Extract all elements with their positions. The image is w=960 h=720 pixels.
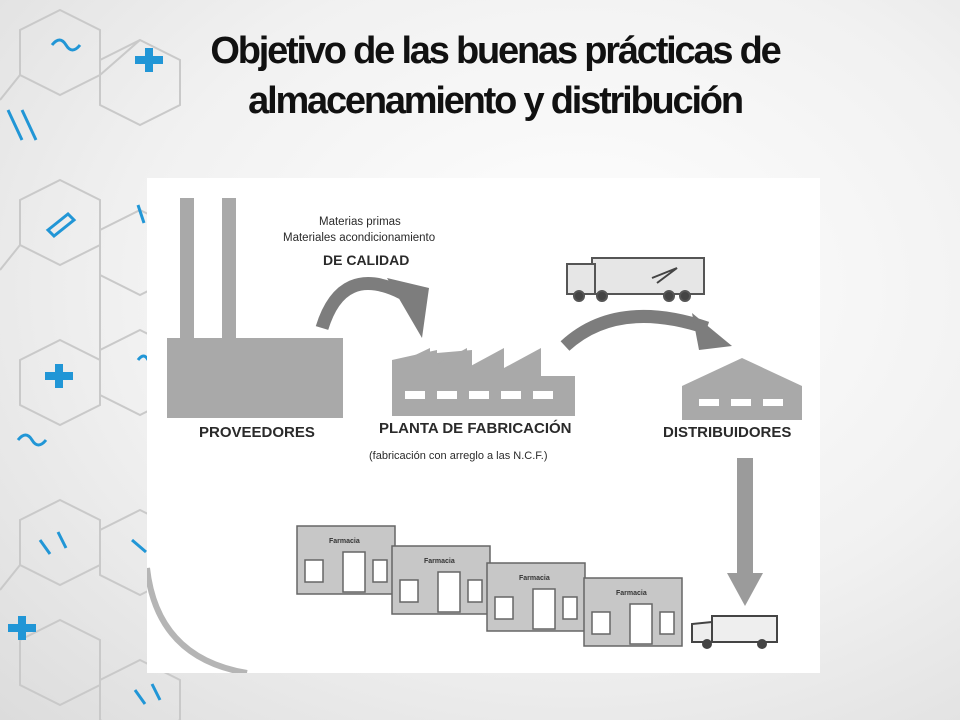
inputs-line-2: Materiales acondicionamiento	[283, 232, 436, 244]
pharmacy-sign: Farmacia	[616, 590, 647, 597]
supplier-factory-icon	[167, 198, 343, 418]
distributor-warehouse-icon	[682, 358, 802, 420]
diagram-graphics	[147, 198, 802, 673]
pharmacy-building	[583, 577, 683, 647]
pharmacy-building	[391, 545, 491, 615]
pharmacy-sign: Farmacia	[519, 575, 550, 582]
inputs-line-1: Materias primas	[319, 216, 401, 228]
proveedores-label: PROVEEDORES	[199, 424, 315, 441]
bracket-curve	[147, 567, 248, 673]
pharmacy-building	[486, 562, 586, 632]
pharmacy-building	[296, 525, 396, 595]
title-line-1: Objetivo de las buenas prácticas de	[210, 30, 781, 72]
page-title: Objetivo de las buenas prácticas de alma…	[150, 26, 840, 126]
quality-label: DE CALIDAD	[323, 252, 410, 268]
truck-icon	[566, 257, 705, 302]
manufacturing-plant-icon	[392, 348, 575, 416]
pharmacy-buildings	[296, 525, 683, 647]
down-arrow-to-van	[727, 458, 763, 606]
supply-chain-diagram: Materias primas Materiales acondicionami…	[147, 178, 820, 673]
curved-arrow-to-plant	[315, 277, 429, 338]
title-line-2: almacenamiento y distribución	[248, 80, 744, 122]
curved-arrow-to-distributors	[560, 309, 732, 351]
molecule-icons	[6, 38, 162, 705]
blue-cross-icon	[8, 48, 163, 640]
pharmacy-sign: Farmacia	[329, 538, 360, 545]
pharmacy-sign: Farmacia	[424, 558, 455, 565]
planta-label: PLANTA DE FABRICACIÓN	[379, 420, 572, 437]
distribuidores-label: DISTRIBUIDORES	[663, 424, 792, 441]
delivery-van-icon	[691, 615, 778, 649]
planta-sublabel: (fabricación con arreglo a las N.C.F.)	[369, 450, 548, 462]
